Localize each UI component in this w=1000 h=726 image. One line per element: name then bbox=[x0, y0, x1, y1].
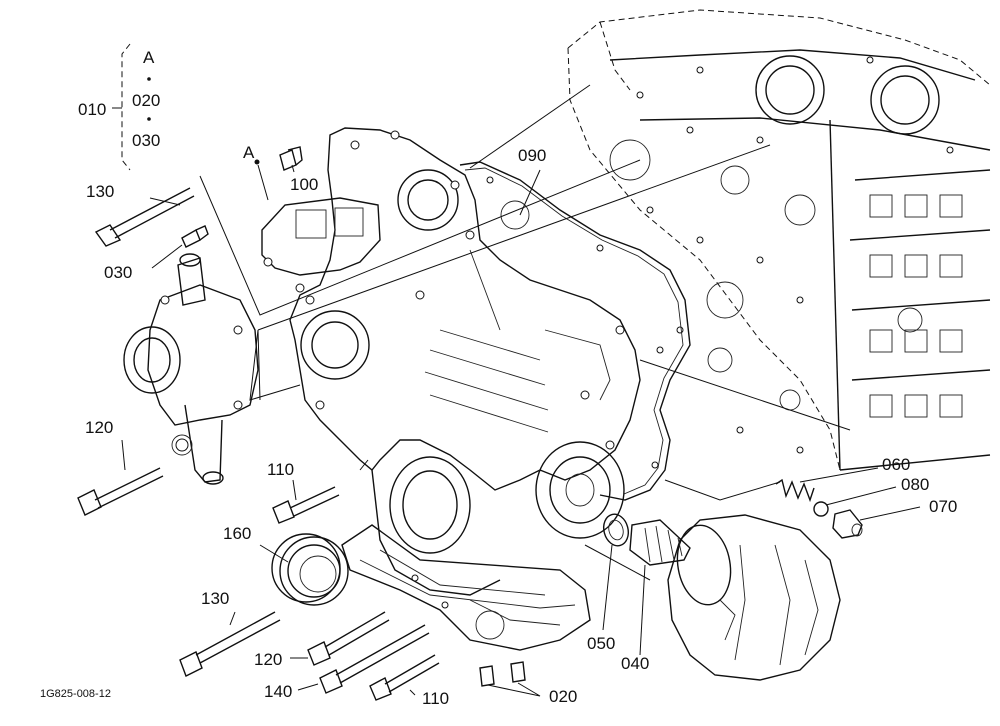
gear-case bbox=[261, 127, 641, 596]
callout-070: 070 bbox=[929, 497, 957, 516]
callout-080: 080 bbox=[901, 475, 929, 494]
figure-code: 1G825-008-12 bbox=[40, 688, 111, 700]
relief-spring bbox=[775, 478, 815, 503]
callout-130-lower: 130 bbox=[201, 589, 229, 608]
group-label-a: A bbox=[143, 48, 155, 67]
drain-plugs-020 bbox=[479, 661, 526, 687]
relief-plug bbox=[832, 509, 863, 539]
alignment-lines bbox=[199, 84, 851, 581]
bolt-120-lower bbox=[307, 611, 390, 666]
gear-case-gasket bbox=[459, 161, 691, 501]
callout-120-upper: 120 bbox=[85, 418, 113, 437]
callout-110-lower: 110 bbox=[422, 689, 449, 708]
water-pump bbox=[123, 253, 259, 485]
group-label-010: 010 bbox=[78, 100, 106, 119]
bolt-030 bbox=[181, 225, 209, 248]
callout-120-lower: 120 bbox=[254, 650, 282, 669]
callout-110-upper: 110 bbox=[267, 460, 294, 479]
o-ring bbox=[602, 513, 630, 547]
bolt-140 bbox=[319, 624, 430, 694]
oil-pan bbox=[341, 524, 591, 651]
callout-060: 060 bbox=[882, 455, 910, 474]
oil-seal bbox=[271, 533, 349, 606]
callout-160: 160 bbox=[223, 524, 251, 543]
bolt-120-upper bbox=[77, 467, 164, 516]
relief-ball bbox=[813, 501, 829, 517]
bolt-100 bbox=[279, 146, 303, 171]
callout-020: 020 bbox=[549, 687, 577, 706]
group-label-020: 020 bbox=[132, 91, 160, 110]
bolt-130-lower bbox=[179, 611, 281, 677]
callout-100: 100 bbox=[290, 175, 318, 194]
callout-140: 140 bbox=[264, 682, 292, 701]
bolt-110-upper bbox=[272, 486, 340, 524]
bolt-130-upper bbox=[94, 187, 195, 247]
callout-050: 050 bbox=[587, 634, 615, 653]
callout-040: 040 bbox=[621, 654, 649, 673]
bolt-110-lower bbox=[369, 654, 440, 701]
oil-filter bbox=[667, 514, 841, 681]
engine-block bbox=[567, 9, 991, 471]
group-label-030: 030 bbox=[132, 131, 160, 150]
callout-030: 030 bbox=[104, 263, 132, 282]
assembly-bracket bbox=[112, 43, 151, 171]
callout-090: 090 bbox=[518, 146, 546, 165]
leader-lines bbox=[121, 164, 921, 697]
a-marker-dot bbox=[254, 159, 260, 165]
callout-130-upper: 130 bbox=[86, 182, 114, 201]
a-marker-label: A bbox=[243, 143, 255, 162]
filter-nipple bbox=[629, 519, 691, 566]
